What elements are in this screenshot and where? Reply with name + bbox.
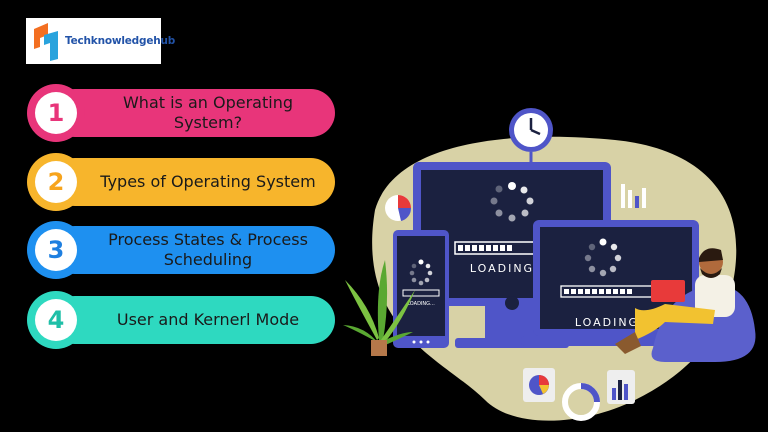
phone-device: LOADING... [393, 230, 449, 348]
topic-badge-2: 2 [27, 153, 85, 211]
topic-pill-3: Process States & Process Scheduling [51, 226, 335, 274]
brand-mark-icon [34, 23, 58, 61]
topic-number-1: 1 [35, 92, 77, 134]
topic-badge-1: 1 [27, 84, 85, 142]
clock-icon [509, 108, 553, 152]
potted-plant [343, 260, 415, 356]
brand-name: Techknowledgehub [65, 35, 176, 47]
os-illustration: LOADING LOADING LOADIN [343, 108, 756, 421]
bar-chart-icon-top [621, 184, 646, 208]
topic-item-2[interactable]: Types of Operating System 2 [27, 153, 335, 211]
monitor-loading-text: LOADING [470, 262, 534, 275]
topic-pill-2: Types of Operating System [51, 158, 335, 206]
brand-logo[interactable]: Techknowledgehub [26, 18, 175, 64]
topic-label-1: What is an Operating System? [122, 93, 293, 132]
topic-label-3: Process States & Process Scheduling [108, 230, 308, 269]
pie-chart-icon [385, 195, 412, 221]
topic-number-4: 4 [35, 299, 77, 341]
topic-label-2: Types of Operating System [100, 172, 316, 191]
phone-loading-text: LOADING... [407, 301, 435, 307]
topic-number-3: 3 [35, 229, 77, 271]
laptop-loading-text: LOADING [575, 316, 639, 329]
topic-label-4: User and Kernerl Mode [116, 310, 300, 329]
topic-badge-4: 4 [27, 291, 85, 349]
topic-item-3[interactable]: Process States & Process Scheduling 3 [27, 221, 335, 279]
person-on-beanbag [615, 248, 756, 362]
topic-badge-3: 3 [27, 221, 85, 279]
topic-pill-4: User and Kernerl Mode [51, 296, 335, 344]
bottom-chart-icons [523, 368, 635, 421]
topic-item-4[interactable]: User and Kernerl Mode 4 [27, 291, 335, 349]
topic-number-2: 2 [35, 161, 77, 203]
topic-item-1[interactable]: What is an Operating System? 1 [27, 84, 335, 142]
topic-pill-1: What is an Operating System? [51, 89, 335, 137]
